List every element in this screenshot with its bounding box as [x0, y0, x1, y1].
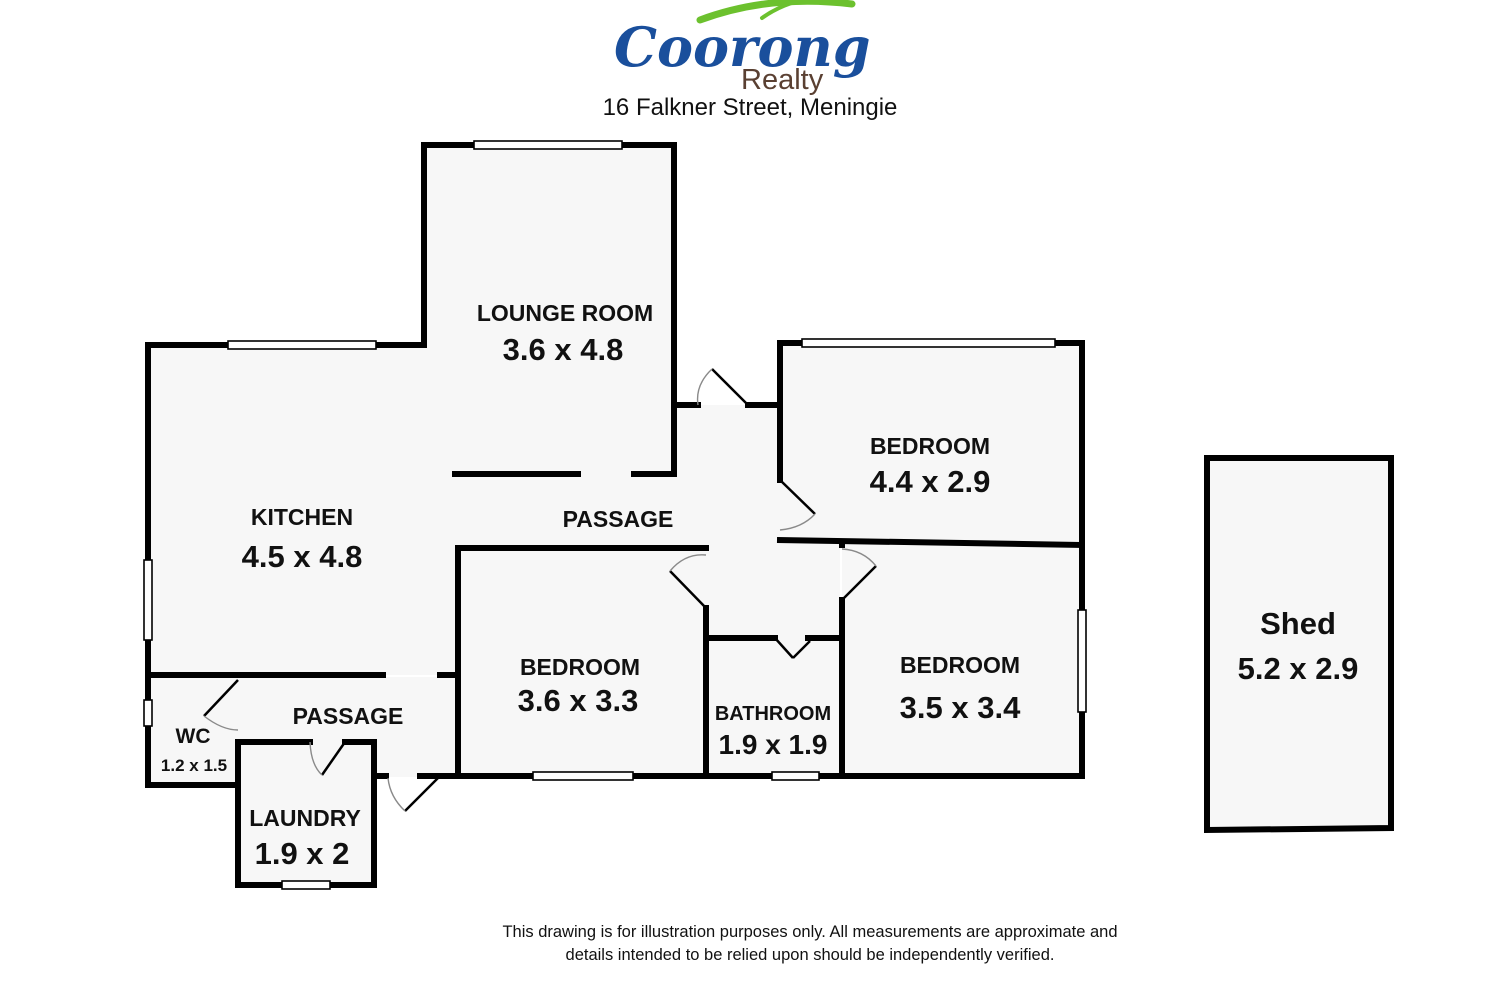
window-kitchen-left [143, 559, 153, 641]
bedroom-mid-dims: 3.6 x 3.3 [518, 683, 639, 718]
bathroom-dims: 1.9 x 1.9 [719, 729, 828, 760]
door-bedroom-top [779, 479, 816, 531]
doors [203, 368, 877, 812]
window-bedroom-right [1077, 609, 1087, 713]
kitchen-dims: 4.5 x 4.8 [242, 539, 363, 574]
disclaimer: This drawing is for illustration purpose… [420, 921, 1200, 967]
bedroom-right-dims: 3.5 x 3.4 [900, 690, 1021, 725]
shed-dims: 5.2 x 2.9 [1238, 651, 1359, 686]
window-lounge [473, 140, 623, 150]
windows [143, 140, 1087, 890]
laundry-dims: 1.9 x 2 [255, 836, 350, 871]
kitchen-name: KITCHEN [251, 504, 353, 530]
window-bedroom-top [801, 338, 1056, 348]
passage-main-name: PASSAGE [563, 506, 674, 532]
wc-name: WC [176, 725, 211, 748]
laundry-name: LAUNDRY [249, 805, 361, 831]
door-lounge-hall [696, 368, 749, 406]
bedroom-right-name: BEDROOM [900, 652, 1020, 678]
passage-lower-name: PASSAGE [293, 703, 404, 729]
window-kitchen-top [227, 340, 377, 350]
disclaimer-line-2: details intended to be relied upon shoul… [565, 946, 1055, 964]
door-laundry [309, 741, 347, 776]
logo-swoosh-icon [696, 0, 856, 24]
door-bathroom [774, 637, 811, 659]
window-bedroom-mid [532, 771, 634, 781]
logo-word-secondary: Realty [741, 64, 824, 96]
property-address: 16 Falkner Street, Meningie [603, 94, 898, 121]
logo-word-primary: Coorong [614, 15, 871, 79]
door-wc [203, 679, 239, 731]
window-bathroom [771, 771, 820, 781]
door-exterior [387, 775, 441, 812]
bedroom-top-name: BEDROOM [870, 433, 990, 459]
room-labels: LOUNGE ROOM 3.6 x 4.8 KITCHEN 4.5 x 4.8 … [161, 300, 1358, 871]
bedroom-mid-name: BEDROOM [520, 654, 640, 680]
lounge-name: LOUNGE ROOM [477, 300, 653, 326]
window-wc [143, 699, 153, 727]
brand-logo: Coorong Realty [614, 0, 871, 96]
lounge-dims: 3.6 x 4.8 [503, 332, 624, 367]
window-laundry [281, 880, 331, 890]
door-bedroom-right [841, 548, 877, 601]
door-bedroom-mid [669, 554, 707, 609]
floor-fills [148, 145, 1391, 885]
bathroom-name: BATHROOM [715, 703, 831, 725]
wc-dims: 1.2 x 1.5 [161, 756, 227, 775]
bedroom-top-dims: 4.4 x 2.9 [870, 464, 991, 499]
shed-name: Shed [1260, 606, 1336, 641]
disclaimer-line-1: This drawing is for illustration purpose… [502, 923, 1118, 941]
